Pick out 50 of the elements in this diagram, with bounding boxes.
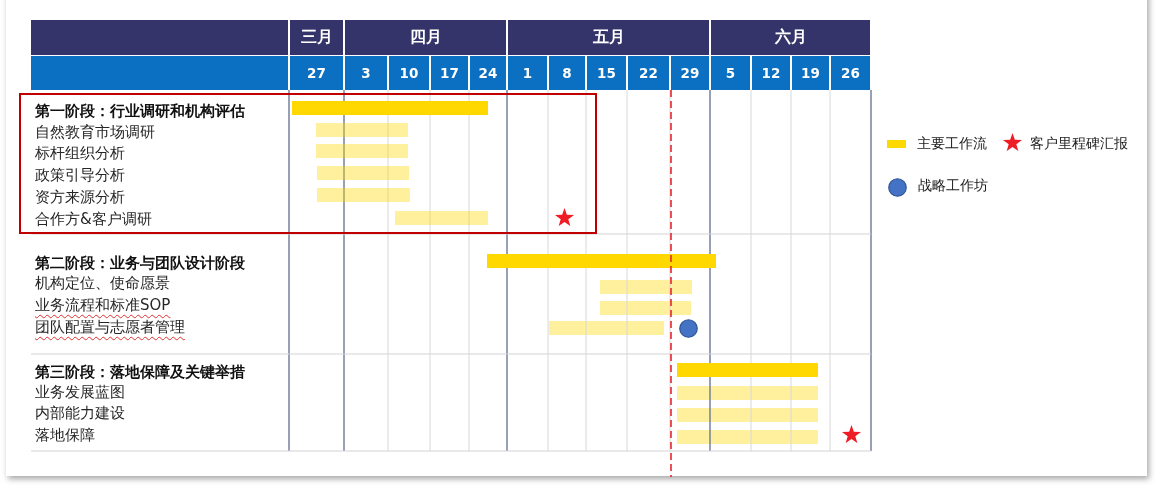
week-header: 3: [345, 56, 387, 90]
month-header: 三月: [290, 20, 343, 55]
legend-label: 客户里程碑汇报: [1030, 134, 1128, 152]
week-header: 27: [290, 56, 343, 90]
task-label: 合作方&客户调研: [35, 209, 152, 229]
week-header: 1: [508, 56, 547, 90]
task-label: 落地保障: [35, 425, 95, 445]
task-label: 内部能力建设: [35, 403, 125, 423]
task-bar: [600, 280, 692, 294]
week-header: 24: [470, 56, 506, 90]
task-bar: [677, 430, 818, 444]
task-label: 政策引导分析: [35, 165, 125, 185]
month-header: 四月: [345, 20, 506, 55]
workstream-bar: [292, 101, 488, 115]
phase-heading: 第二阶段：业务与团队设计阶段: [35, 253, 245, 273]
month-header: 五月: [508, 20, 709, 55]
task-bar: [677, 386, 818, 400]
phase-heading: 第三阶段：落地保障及关键举措: [35, 362, 245, 382]
task-label: 机构定位、使命愿景: [35, 273, 170, 293]
task-label: 资方来源分析: [35, 187, 125, 207]
week-header: 15: [587, 56, 626, 90]
task-bar: [317, 188, 410, 202]
week-header: 8: [549, 56, 585, 90]
legend-label: 主要工作流: [917, 134, 987, 152]
week-header: 17: [431, 56, 468, 90]
task-bar: [600, 301, 691, 315]
phase-heading: 第一阶段：行业调研和机构评估: [35, 101, 245, 121]
task-bar: [549, 321, 664, 335]
week-header: 22: [628, 56, 669, 90]
legend-label: 战略工作坊: [918, 176, 988, 194]
task-label: 标杆组织分析: [35, 143, 125, 163]
month-header: 六月: [711, 20, 870, 55]
task-label: 团队配置与志愿者管理: [35, 317, 185, 337]
week-header: 5: [711, 56, 750, 90]
week-header: 19: [792, 56, 829, 90]
week-header: 12: [752, 56, 790, 90]
week-header: 10: [389, 56, 429, 90]
workstream-bar: [487, 254, 716, 268]
task-bar: [395, 211, 488, 225]
task-label: 业务流程和标准SOP: [35, 295, 171, 315]
workstream-bar: [677, 363, 818, 377]
week-header: 29: [671, 56, 709, 90]
task-label: 自然教育市场调研: [35, 122, 155, 142]
task-bar: [316, 144, 408, 158]
task-bar: [677, 408, 818, 422]
task-bar: [316, 123, 408, 137]
task-label: 业务发展蓝图: [35, 382, 125, 402]
task-bar: [317, 166, 409, 180]
highlight-frame: [19, 93, 597, 234]
week-header: 26: [831, 56, 870, 90]
